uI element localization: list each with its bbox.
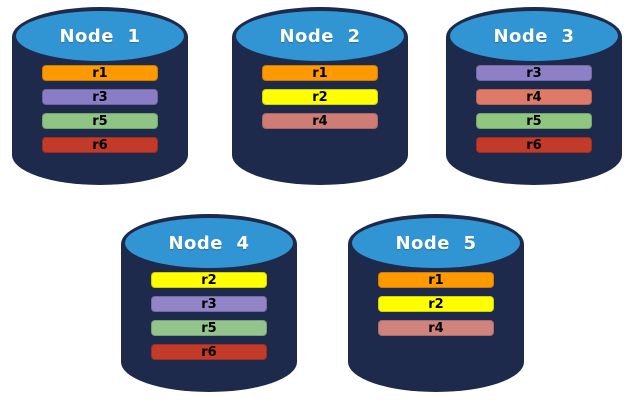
replica-bar: r3 xyxy=(42,89,158,105)
replica-bar: r3 xyxy=(476,65,592,81)
replica-bar: r2 xyxy=(378,296,494,312)
cylinder-top: Node 5 xyxy=(352,218,520,268)
replica-list: r2 r3 r5 r6 xyxy=(151,272,267,360)
node-cylinder-4: Node 4 r2 r3 r5 r6 xyxy=(121,214,297,392)
replica-bar: r4 xyxy=(378,320,494,336)
replica-bar: r1 xyxy=(42,65,158,81)
node-cylinder-5: Node 5 r1 r2 r4 xyxy=(348,214,524,392)
replica-bar: r5 xyxy=(151,320,267,336)
replica-bar-label: r2 xyxy=(312,89,328,105)
replica-bar: r1 xyxy=(378,272,494,288)
replica-bar: r2 xyxy=(262,89,378,105)
cylinder-top: Node 2 xyxy=(236,11,404,61)
replica-bar-label: r6 xyxy=(201,344,217,360)
cylinder-top: Node 4 xyxy=(125,218,293,268)
node-title: Node 1 xyxy=(59,25,141,47)
replica-list: r1 r2 r4 xyxy=(262,65,378,129)
replica-bar: r3 xyxy=(151,296,267,312)
replica-bar-label: r3 xyxy=(201,296,217,312)
replica-bar-label: r1 xyxy=(92,65,108,81)
node-title: Node 4 xyxy=(168,232,250,254)
node-title: Node 5 xyxy=(395,232,477,254)
replica-bar: r4 xyxy=(262,113,378,129)
replica-bar-label: r1 xyxy=(428,272,444,288)
node-title: Node 2 xyxy=(279,25,361,47)
node-cylinder-2: Node 2 r1 r2 r4 xyxy=(232,7,408,185)
replica-list: r1 r3 r5 r6 xyxy=(42,65,158,153)
replica-bar-label: r5 xyxy=(526,113,542,129)
replica-bar-label: r4 xyxy=(428,320,444,336)
node-cylinder-1: Node 1 r1 r3 r5 r6 xyxy=(12,7,188,185)
replica-bar-label: r4 xyxy=(526,89,542,105)
replica-bar-label: r2 xyxy=(201,272,217,288)
replica-bar-label: r5 xyxy=(92,113,108,129)
replica-bar-label: r3 xyxy=(526,65,542,81)
replica-bar: r5 xyxy=(476,113,592,129)
replica-bar-label: r4 xyxy=(312,113,328,129)
replica-bar-label: r3 xyxy=(92,89,108,105)
replica-bar: r6 xyxy=(42,137,158,153)
node-cylinder-3: Node 3 r3 r4 r5 r6 xyxy=(446,7,622,185)
replica-bar: r4 xyxy=(476,89,592,105)
replica-list: r1 r2 r4 xyxy=(378,272,494,336)
node-title: Node 3 xyxy=(493,25,575,47)
replica-bar-label: r5 xyxy=(201,320,217,336)
replica-bar-label: r2 xyxy=(428,296,444,312)
replica-bar: r2 xyxy=(151,272,267,288)
replica-bar-label: r6 xyxy=(526,137,542,153)
replica-bar-label: r6 xyxy=(92,137,108,153)
cylinder-top: Node 1 xyxy=(16,11,184,61)
replica-bar-label: r1 xyxy=(312,65,328,81)
cylinder-top: Node 3 xyxy=(450,11,618,61)
replica-bar: r5 xyxy=(42,113,158,129)
replica-bar: r6 xyxy=(476,137,592,153)
replica-list: r3 r4 r5 r6 xyxy=(476,65,592,153)
replica-bar: r1 xyxy=(262,65,378,81)
replica-bar: r6 xyxy=(151,344,267,360)
